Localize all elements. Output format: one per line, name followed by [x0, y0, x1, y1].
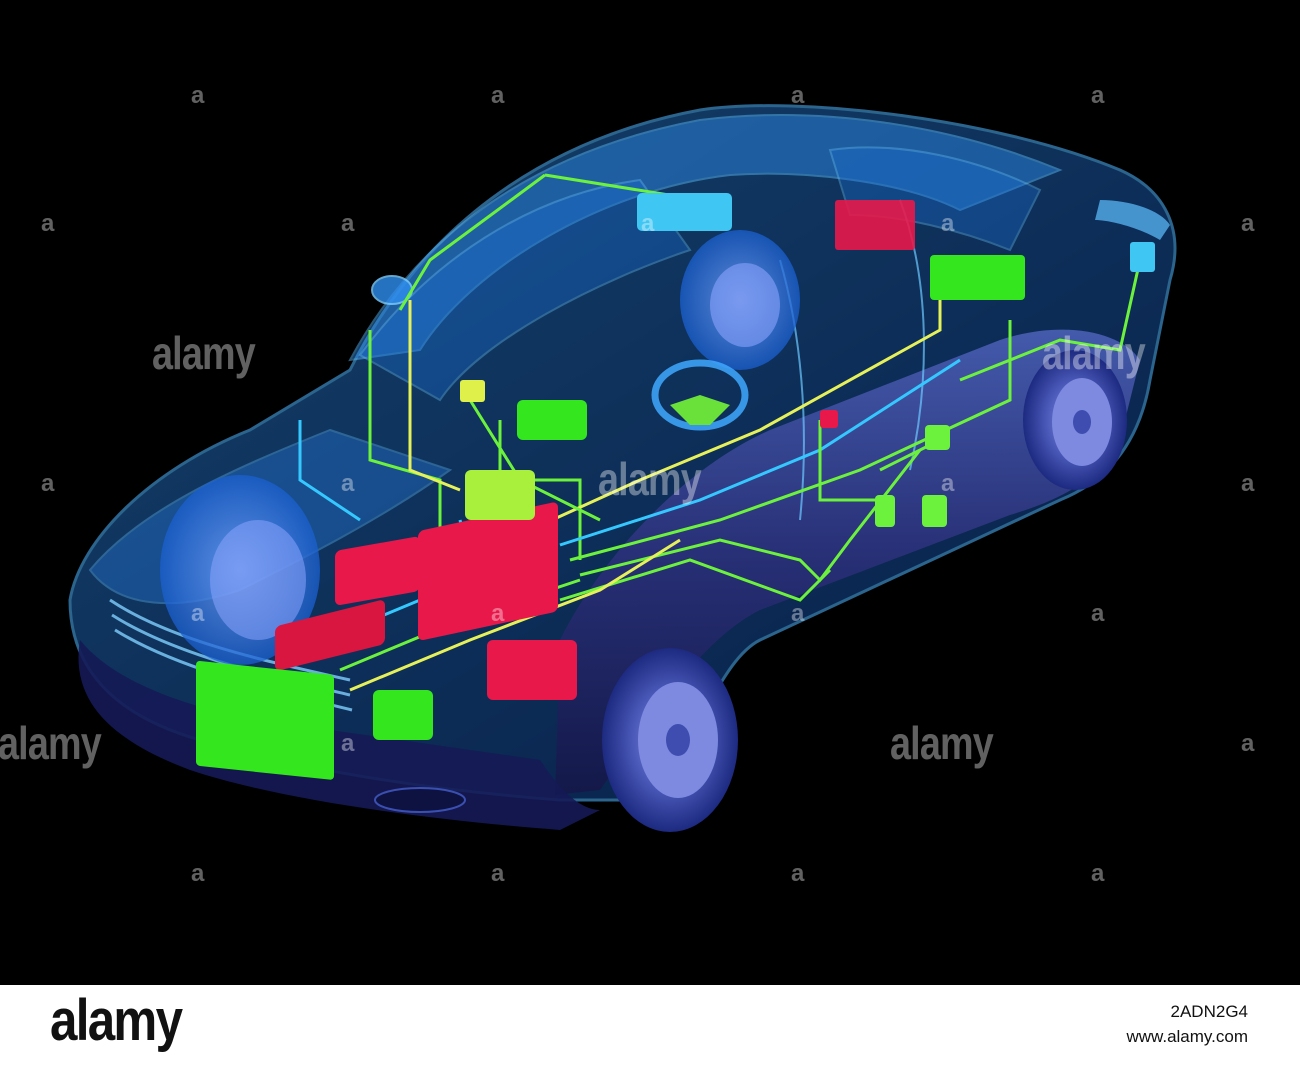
watermark-mark: a	[791, 600, 805, 627]
watermark-mark: a	[941, 210, 955, 237]
module-green-plate	[196, 660, 334, 780]
watermark-mark: a	[1091, 600, 1105, 627]
module-green-door-1	[925, 425, 950, 450]
watermark-mark: a	[191, 600, 205, 627]
car-front-lower	[78, 640, 600, 830]
watermark-mark: a	[491, 600, 505, 627]
watermark-mark: a	[491, 82, 505, 109]
watermark-mark: a	[791, 860, 805, 887]
watermark-mark: a	[41, 470, 55, 497]
watermark-mark: a	[341, 210, 355, 237]
watermark-mark: a	[1241, 470, 1255, 497]
watermark-mark: a	[491, 860, 505, 887]
module-red-engine-low	[275, 600, 385, 671]
rear-light	[1095, 200, 1170, 240]
watermark-mark: a	[191, 860, 205, 887]
module-cyan-roof	[637, 193, 732, 231]
module-red-dashboard	[835, 200, 915, 250]
alamy-logo: alamy	[50, 988, 183, 1053]
module-red-small	[820, 410, 838, 428]
car-roof	[348, 114, 1063, 362]
module-red-engine-large	[418, 502, 558, 641]
watermark-mark: a	[791, 82, 805, 109]
watermark-mark: a	[1241, 210, 1255, 237]
module-cyan-rear	[1130, 242, 1155, 272]
watermark-mark: a	[1091, 82, 1105, 109]
module-green-door-3	[922, 495, 947, 527]
watermark-mark: a	[341, 470, 355, 497]
module-green-door-2	[875, 495, 895, 527]
module-green-rear	[930, 255, 1025, 300]
site-url: www.alamy.com	[1126, 1027, 1248, 1046]
watermark-mark: a	[1241, 730, 1255, 757]
watermark-mark: a	[641, 210, 655, 237]
module-green-console	[517, 400, 587, 440]
transparent-car-electronics-illustration	[68, 104, 1177, 832]
module-lime-center	[465, 470, 535, 520]
module-red-engine-top	[335, 536, 420, 605]
watermark-word: alamy	[1042, 327, 1146, 379]
front-left-wheel	[160, 475, 320, 665]
ecu-modules	[196, 193, 1155, 780]
watermark-word: alamy	[890, 717, 994, 769]
image-id: 2ADN2G4	[1170, 1002, 1248, 1021]
watermark-word: alamy	[598, 453, 702, 505]
stock-footer-bar: alamy 2ADN2G4 www.alamy.com	[0, 985, 1300, 1065]
watermark-mark: a	[191, 82, 205, 109]
module-red-front	[487, 640, 577, 700]
watermark-mark: a	[941, 470, 955, 497]
watermark-mark: a	[1091, 860, 1105, 887]
watermark-word: alamy	[0, 717, 102, 769]
front-fog-light	[374, 787, 466, 813]
module-green-front-box	[373, 690, 433, 740]
watermark-word: alamy	[152, 327, 256, 379]
rear-right-wheel	[1023, 350, 1127, 490]
watermark-mark: a	[341, 730, 355, 757]
steering-wheel	[651, 359, 749, 431]
module-yellow-small	[460, 380, 485, 402]
rear-left-wheel	[680, 230, 800, 370]
car-side-panel	[555, 329, 1140, 795]
watermark-mark: a	[41, 210, 55, 237]
front-right-wheel	[602, 648, 738, 832]
